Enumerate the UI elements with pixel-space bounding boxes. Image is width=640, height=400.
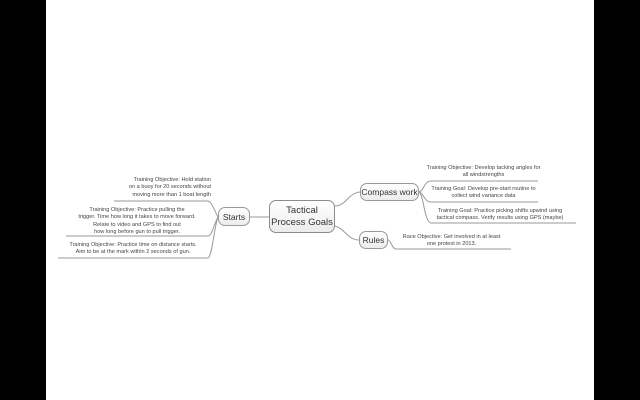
link-rules-1	[387, 239, 511, 250]
leaf-line: trigger. Time how long it takes to move …	[78, 214, 196, 221]
leaf-line: moving more than 1 boat length	[132, 191, 211, 198]
leaf-line: Relate to video and GPS to find out	[93, 221, 181, 228]
leaf-line: Training Objective: Practice time on dis…	[69, 242, 197, 248]
leaf-line: Training Goal: Develop pre-start routine…	[431, 186, 536, 192]
leaf-line: how long before gun to pull trigger.	[94, 228, 180, 235]
leaf-line: Aim to be at the mark within 2 seconds o…	[75, 249, 191, 256]
leaf-compass-picking-shifts[interactable]: Training Goal: Practice picking shifts u…	[426, 208, 574, 223]
topic-compass-work[interactable]: Compass work	[360, 183, 419, 201]
leaf-line: collect wind variance data	[451, 193, 516, 200]
leaf-line: Training Goal: Practice picking shifts u…	[437, 208, 563, 214]
leaf-starts-hold-station[interactable]: Training Objective: Hold station on a bu…	[129, 177, 211, 199]
leaf-compass-tacking-angles[interactable]: Training Objective: Develop tacking angl…	[426, 165, 541, 180]
topic-starts[interactable]: Starts	[218, 207, 250, 226]
leaf-compass-pre-start-routine[interactable]: Training Goal: Develop pre-start routine…	[426, 186, 541, 201]
leaf-line: tactical compass. Verify results using G…	[436, 215, 564, 222]
leaf-line: all windstrengths	[462, 172, 505, 179]
leaf-starts-time-on-distance[interactable]: Training Objective: Practice time on dis…	[58, 242, 208, 257]
leaf-line: Training Objective: Develop tacking angl…	[426, 165, 541, 171]
central-topic[interactable]: Tactical Process Goals	[269, 200, 335, 233]
link-compass-2	[418, 191, 538, 203]
topic-rules[interactable]: Rules	[359, 231, 388, 249]
leaf-line: on a buoy for 20 seconds without	[128, 184, 211, 191]
topic-rules-label: Rules	[362, 235, 385, 245]
leaf-line: one protest in 2013.	[426, 241, 477, 248]
leaf-line: Race Objective: Get involved in at least	[402, 234, 501, 240]
link-compass-1	[418, 180, 538, 193]
link-compass-3	[418, 191, 576, 224]
topic-starts-label: Starts	[222, 211, 246, 222]
mind-map-slide: Tactical Process Goals Starts Compass wo…	[46, 0, 594, 400]
central-topic-line2: Process Goals	[271, 216, 333, 228]
link-central-compass	[334, 191, 361, 207]
link-starts-1	[114, 200, 219, 218]
leaf-starts-pulling-trigger[interactable]: Training Objective: Practice pulling the…	[66, 207, 208, 236]
connector-lines	[58, 180, 576, 259]
leaf-rules-protest[interactable]: Race Objective: Get involved in at least…	[394, 234, 509, 249]
central-topic-line1: Tactical	[286, 204, 318, 216]
link-starts-3	[58, 216, 219, 259]
link-central-rules	[334, 225, 360, 241]
topic-compass-work-label: Compass work	[361, 187, 418, 197]
leaf-line: Training Objective: Hold station	[133, 177, 211, 183]
leaf-line: Training Objective: Practice pulling the	[89, 207, 185, 213]
